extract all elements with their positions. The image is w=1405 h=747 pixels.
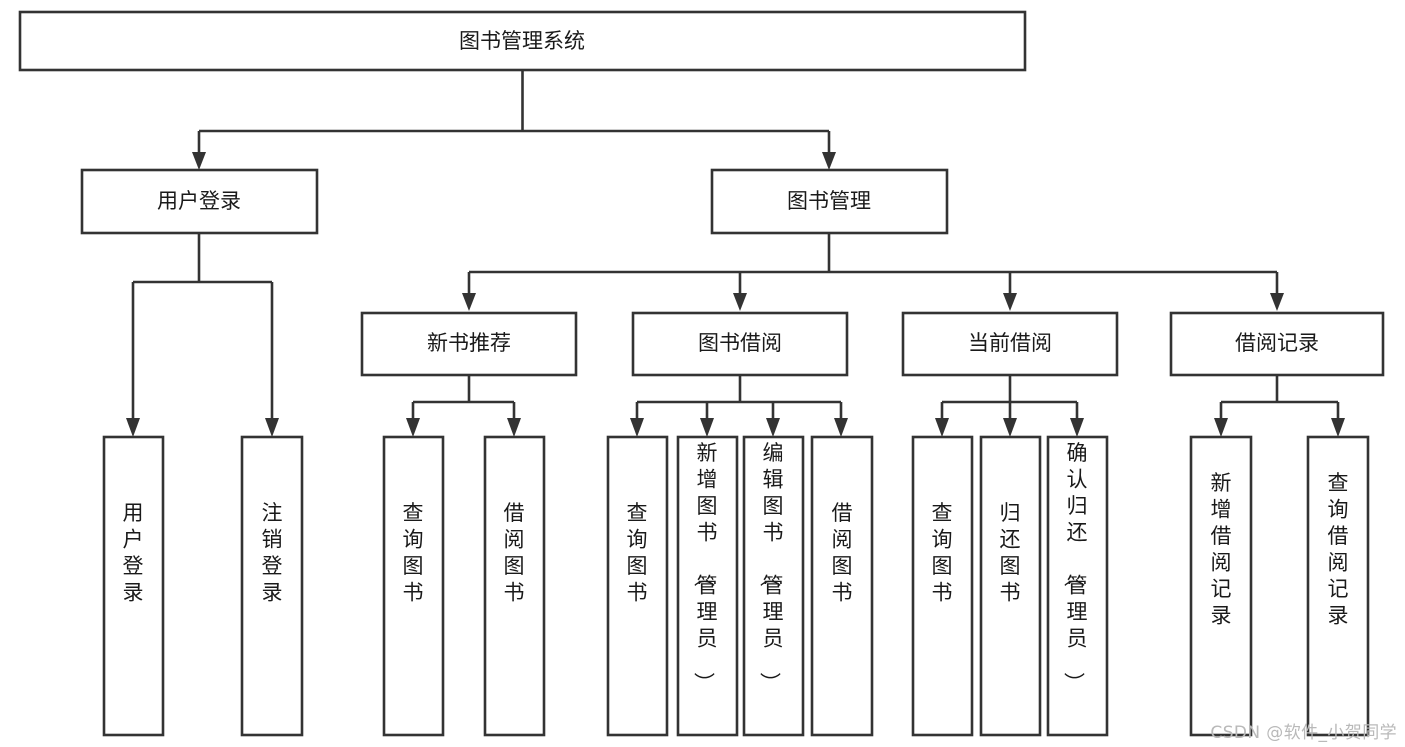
node-records[interactable]: 借阅记录 bbox=[1169, 311, 1385, 377]
node-leaf-1[interactable]: 用户登录 bbox=[102, 435, 165, 737]
arrowhead-leaf4 bbox=[507, 418, 521, 437]
node-bookmgmt[interactable]: 图书管理 bbox=[710, 168, 949, 235]
leaf-nodes: 用户登录 注销登录 查询图书 借阅图书 查询图书 新增图书（管理员） bbox=[102, 435, 1370, 737]
node-leaf-8-box[interactable] bbox=[810, 435, 874, 737]
node-root-box[interactable] bbox=[18, 10, 1027, 72]
node-borrow-box[interactable] bbox=[631, 311, 849, 377]
node-root[interactable]: 图书管理系统 bbox=[18, 10, 1027, 72]
node-records-box[interactable] bbox=[1169, 311, 1385, 377]
arrowhead-current bbox=[1003, 293, 1017, 311]
node-current-box[interactable] bbox=[901, 311, 1119, 377]
arrowhead-newbook bbox=[462, 293, 476, 311]
node-leaf-6-label: 新增图书（管理员） bbox=[692, 441, 718, 693]
node-current-label: 当前借阅 bbox=[968, 331, 1052, 355]
node-leaf-10-label: 归还图书 bbox=[1000, 501, 1021, 605]
node-leaf-2-box[interactable] bbox=[240, 435, 304, 737]
node-leaf-11-label: 确认归还（管理员） bbox=[1062, 441, 1088, 693]
node-leaf-4[interactable]: 借阅图书 bbox=[483, 435, 546, 737]
node-newbook-box[interactable] bbox=[360, 311, 578, 377]
node-leaf-4-box[interactable] bbox=[483, 435, 546, 737]
arrowhead-leaf11 bbox=[1070, 418, 1084, 437]
arrowhead-leaf3 bbox=[406, 418, 420, 437]
arrowhead-leaf13 bbox=[1331, 418, 1345, 437]
node-leaf-5[interactable]: 查询图书 bbox=[606, 435, 669, 737]
arrowhead-leaf1 bbox=[126, 418, 140, 437]
node-leaf-13-box[interactable] bbox=[1306, 435, 1370, 737]
node-leaf-10[interactable]: 归还图书 bbox=[979, 435, 1042, 737]
node-leaf-4-label: 借阅图书 bbox=[504, 501, 525, 605]
arrowhead-login bbox=[192, 152, 206, 170]
node-bookmgmt-label: 图书管理 bbox=[787, 189, 871, 213]
arrow-heads bbox=[126, 152, 1345, 437]
node-leaf-12-label: 新增借阅记录 bbox=[1211, 471, 1232, 628]
csdn-watermark: CSDN @软件_小贺同学 bbox=[1210, 723, 1397, 743]
node-leaf-13[interactable]: 查询借阅记录 bbox=[1306, 435, 1370, 737]
connector-edges bbox=[131, 70, 1340, 418]
node-leaf-2[interactable]: 注销登录 bbox=[240, 435, 304, 737]
node-newbook-label: 新书推荐 bbox=[427, 331, 511, 355]
arrowhead-leaf6 bbox=[700, 418, 714, 437]
node-newbook[interactable]: 新书推荐 bbox=[360, 311, 578, 377]
node-leaf-9-label: 查询图书 bbox=[932, 501, 953, 605]
node-leaf-6-box[interactable] bbox=[676, 435, 739, 737]
node-leaf-5-label: 查询图书 bbox=[627, 501, 648, 605]
node-leaf-8[interactable]: 借阅图书 bbox=[810, 435, 874, 737]
arrowhead-records bbox=[1270, 293, 1284, 311]
node-leaf-6[interactable]: 新增图书（管理员） bbox=[676, 435, 739, 737]
node-borrow[interactable]: 图书借阅 bbox=[631, 311, 849, 377]
node-leaf-3-box[interactable] bbox=[382, 435, 445, 737]
arrowhead-leaf10 bbox=[1003, 418, 1017, 437]
node-leaf-1-box[interactable] bbox=[102, 435, 165, 737]
arrowhead-leaf2 bbox=[265, 418, 279, 437]
node-leaf-7-label: 编辑图书（管理员） bbox=[758, 441, 784, 693]
node-leaf-7-box[interactable] bbox=[742, 435, 805, 737]
node-leaf-12[interactable]: 新增借阅记录 bbox=[1189, 435, 1253, 737]
node-leaf-3-label: 查询图书 bbox=[403, 501, 424, 605]
node-login[interactable]: 用户登录 bbox=[80, 168, 319, 235]
node-leaf-7[interactable]: 编辑图书（管理员） bbox=[742, 435, 805, 737]
node-bookmgmt-box[interactable] bbox=[710, 168, 949, 235]
node-borrow-label: 图书借阅 bbox=[698, 331, 782, 355]
node-root-label: 图书管理系统 bbox=[459, 29, 585, 53]
node-leaf-3[interactable]: 查询图书 bbox=[382, 435, 445, 737]
node-leaf-9-box[interactable] bbox=[911, 435, 974, 737]
node-leaf-12-box[interactable] bbox=[1189, 435, 1253, 737]
arrowhead-leaf9 bbox=[935, 418, 949, 437]
arrowhead-leaf7 bbox=[766, 418, 780, 437]
node-leaf-13-label: 查询借阅记录 bbox=[1328, 471, 1349, 628]
node-leaf-10-box[interactable] bbox=[979, 435, 1042, 737]
arrowhead-leaf5 bbox=[630, 418, 644, 437]
node-current[interactable]: 当前借阅 bbox=[901, 311, 1119, 377]
arrowhead-borrow bbox=[733, 293, 747, 311]
arrowhead-bookmgmt bbox=[822, 152, 836, 170]
node-login-box[interactable] bbox=[80, 168, 319, 235]
node-login-label: 用户登录 bbox=[157, 189, 241, 213]
node-leaf-8-label: 借阅图书 bbox=[832, 501, 853, 605]
arrowhead-leaf8 bbox=[834, 418, 848, 437]
node-leaf-2-label: 注销登录 bbox=[262, 501, 283, 605]
node-leaf-1-label: 用户登录 bbox=[123, 501, 144, 605]
node-leaf-5-box[interactable] bbox=[606, 435, 669, 737]
node-leaf-9[interactable]: 查询图书 bbox=[911, 435, 974, 737]
arrowhead-leaf12 bbox=[1214, 418, 1228, 437]
node-records-label: 借阅记录 bbox=[1235, 331, 1319, 355]
node-leaf-11[interactable]: 确认归还（管理员） bbox=[1046, 435, 1109, 737]
node-leaf-11-box[interactable] bbox=[1046, 435, 1109, 737]
